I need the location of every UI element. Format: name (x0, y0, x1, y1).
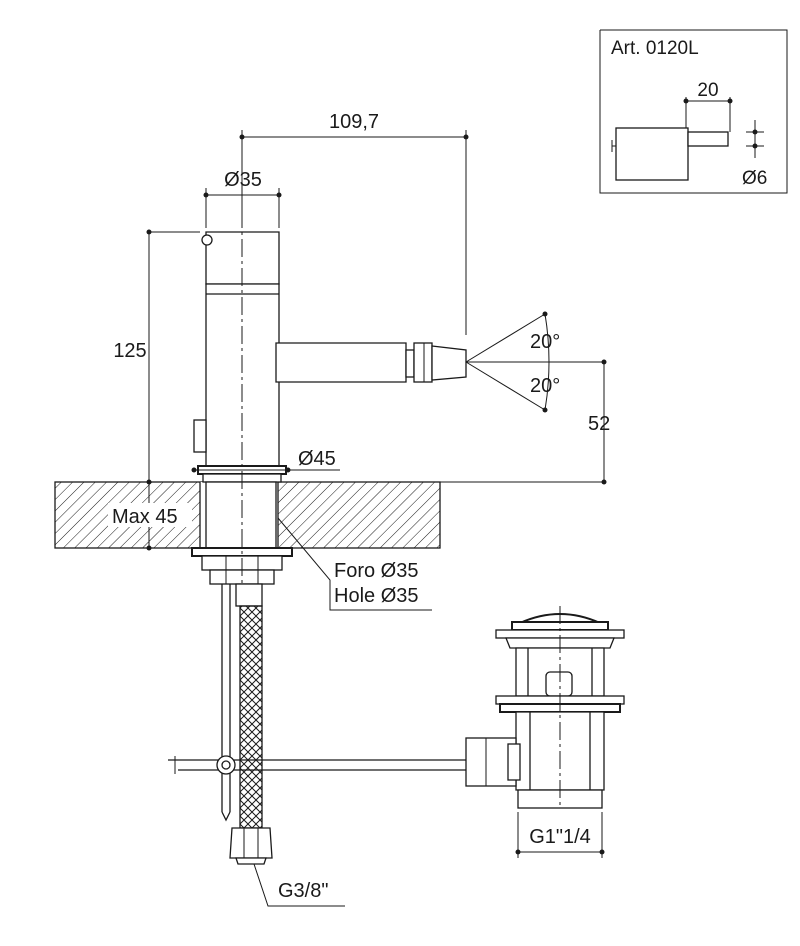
inset-box (599, 29, 788, 194)
dim-angle-down: 20° (530, 375, 560, 397)
hole-label-en: Hole Ø35 (334, 585, 419, 607)
inset-dim-length: 20 (697, 80, 718, 101)
dim-flange-diameter: Ø45 (298, 448, 336, 470)
dim-body-diameter: Ø35 (224, 169, 262, 191)
dim-angle-up: 20° (530, 331, 560, 353)
max-label-bg (108, 503, 192, 527)
supply-hose (221, 583, 273, 865)
pop-up-waste (465, 606, 625, 809)
dim-spout-reach: 109,7 (329, 111, 379, 133)
dim-spout-height: 52 (588, 413, 610, 435)
inset-title: Art. 0120L (611, 38, 699, 59)
dim-max-thickness: Max 45 (112, 506, 178, 528)
dim-height: 125 (113, 340, 146, 362)
pull-rod (168, 755, 466, 775)
dimension-lines (146, 130, 607, 907)
supply-thread-label: G3/8" (278, 880, 328, 902)
waste-thread-label: G1"1/4 (529, 826, 591, 848)
hole-label-it: Foro Ø35 (334, 560, 418, 582)
mixer-body (193, 210, 467, 600)
inset-dim-diameter: Ø6 (742, 168, 767, 189)
